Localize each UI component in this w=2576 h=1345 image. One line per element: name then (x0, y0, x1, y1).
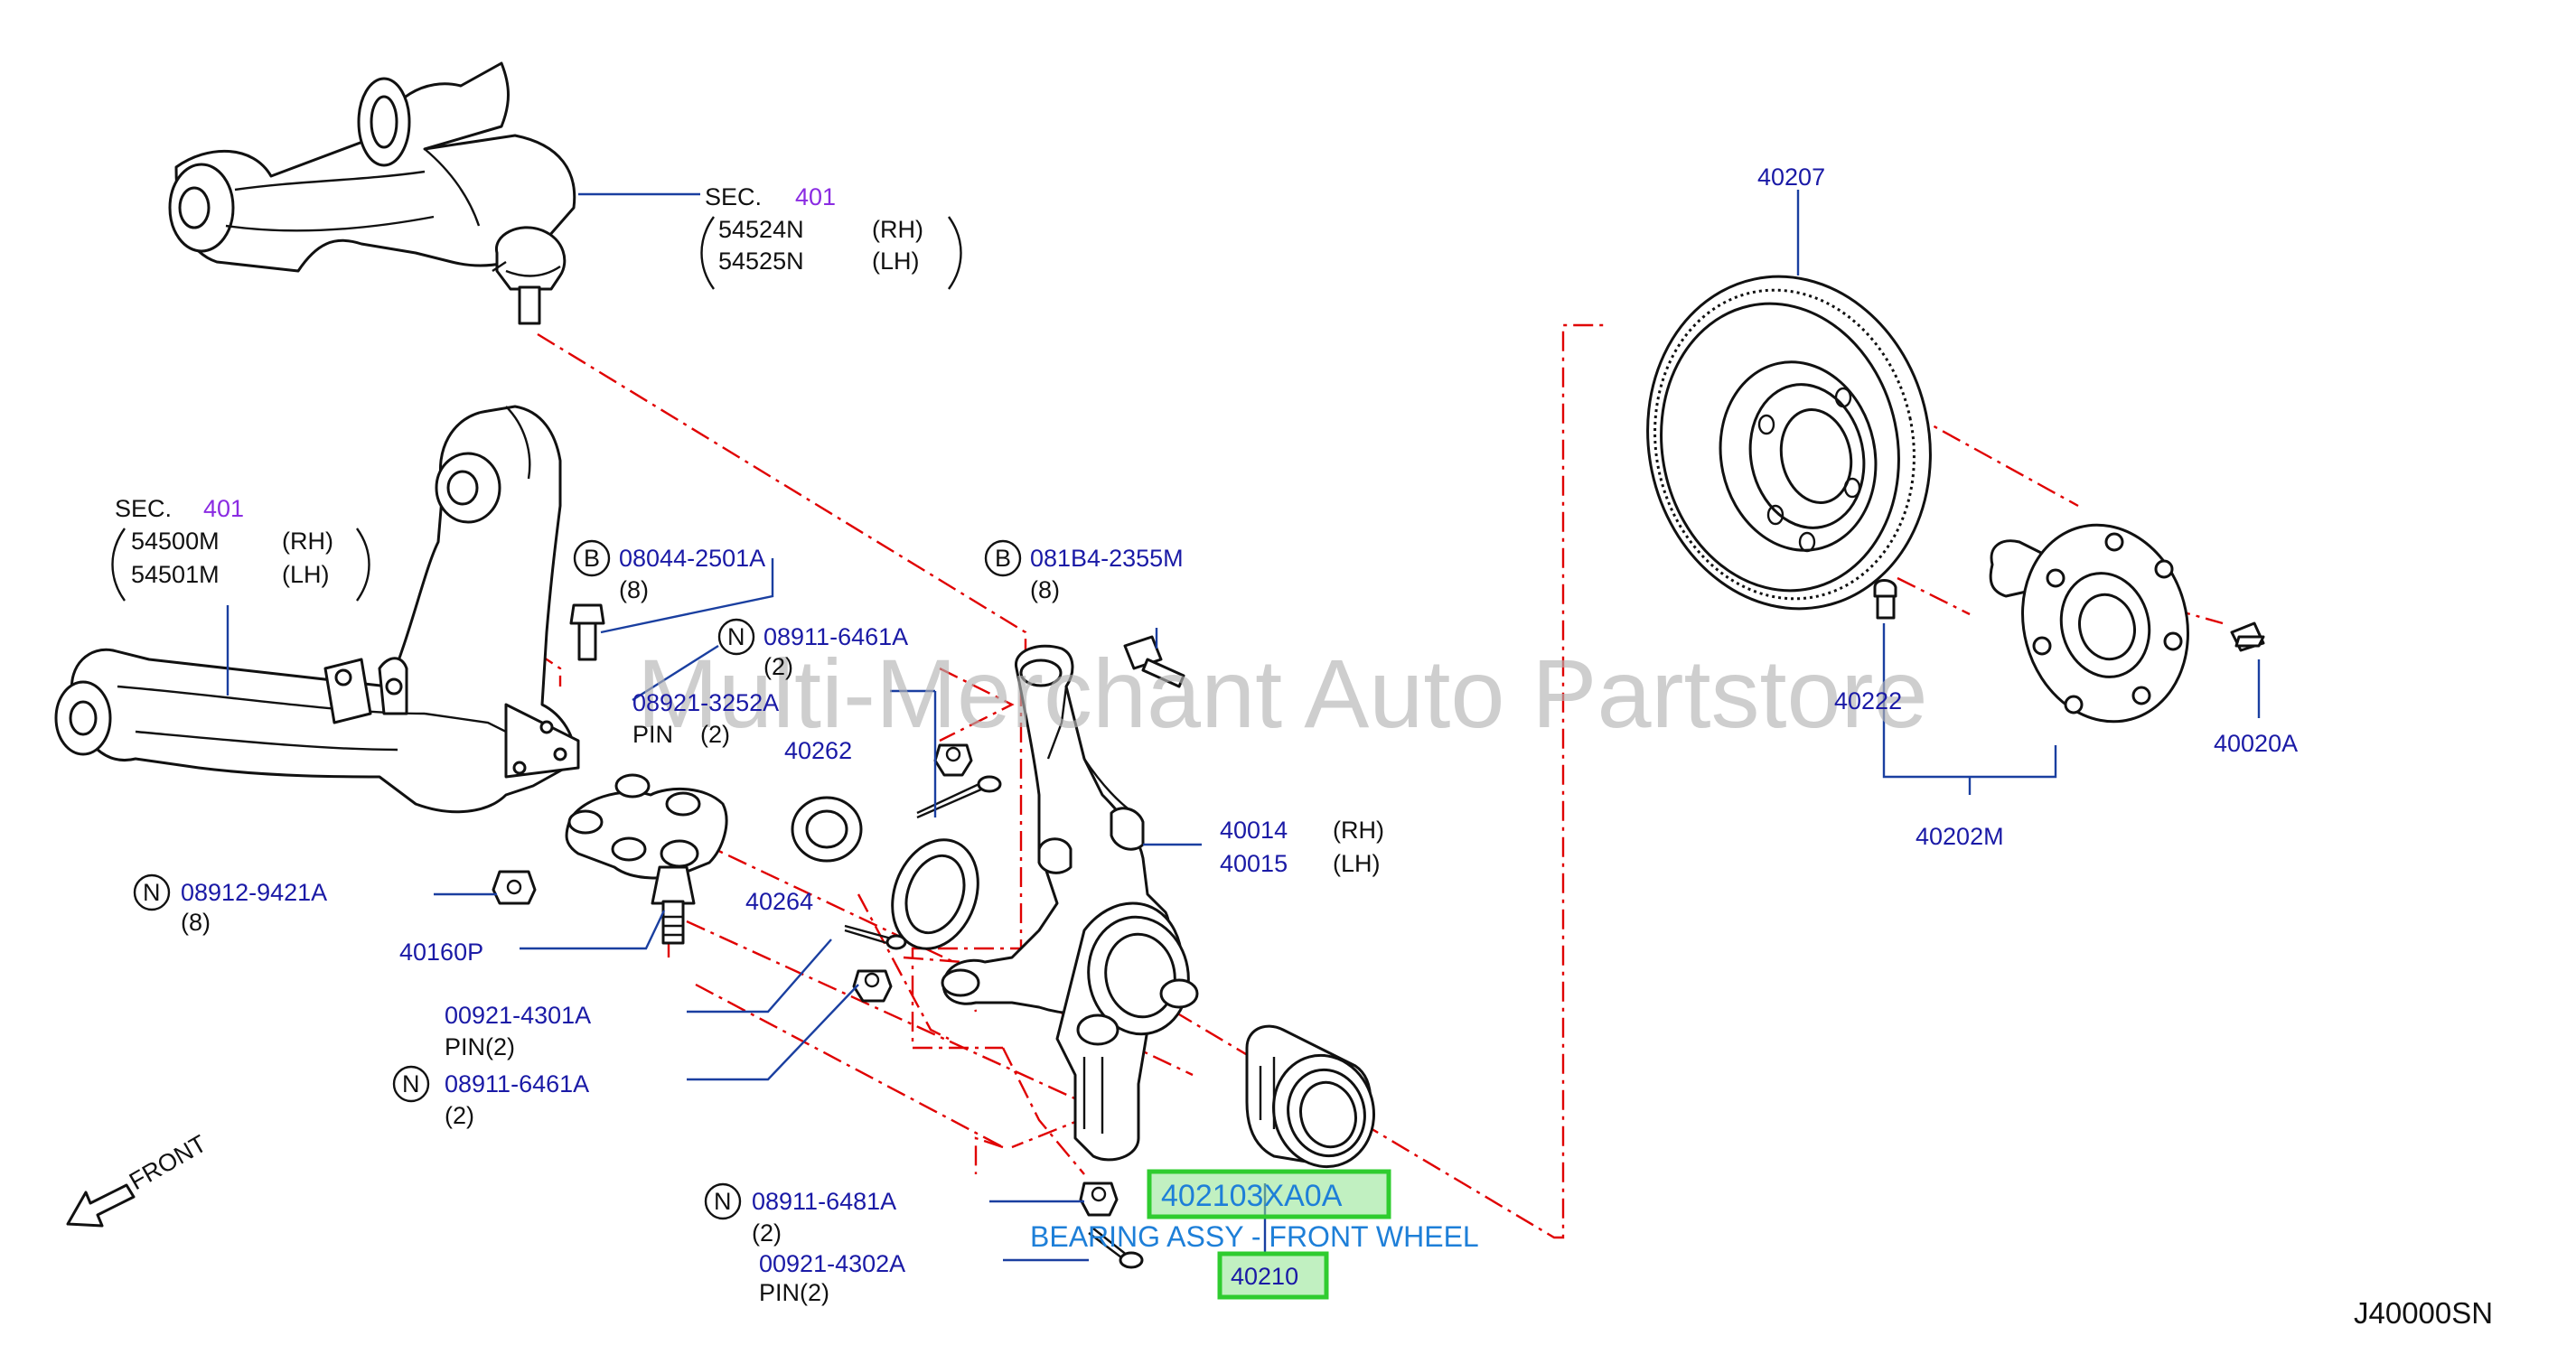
highlight-description: BEARING ASSY - FRONT WHEEL (1030, 1220, 1479, 1253)
front-direction-indicator: FRONT (66, 1130, 211, 1228)
upper-arm-callout[interactable]: SEC. 401 54524N (RH) 54525N (LH) (700, 183, 962, 290)
steering-knuckle-drawing (941, 644, 1199, 1162)
brake-rotor-drawing (1646, 275, 1932, 611)
callout-bolt-08044[interactable]: B 08044-2501A (8) (573, 539, 765, 603)
quantity: (8) (619, 576, 649, 603)
part-number-08921[interactable]: 08921-3252A (632, 689, 779, 716)
upper-arm-side-rh: (RH) (872, 216, 923, 243)
callout-nut-08911-upper[interactable]: N 08911-6461A (2) (717, 618, 908, 680)
lower-arm-sec-prefix: SEC. (115, 495, 172, 522)
badge-letter: N (143, 879, 161, 906)
wheel-bearing-drawing (1245, 1024, 1375, 1169)
part-number-08044[interactable]: 08044-2501A (619, 545, 765, 572)
highlight-box-bearing (1217, 1251, 1329, 1300)
part-number-081b4[interactable]: 081B4-2355M (1030, 545, 1184, 572)
lower-control-arm-drawing (54, 405, 580, 814)
quantity: (2) (752, 1219, 782, 1247)
callout-pin-00921-4301a[interactable]: 00921-4301A PIN(2) (445, 1002, 591, 1060)
part-number-40210[interactable]: 40210 (1231, 1263, 1298, 1290)
bolt-badge-icon (573, 539, 611, 577)
callout-pin-00921-4302a[interactable]: 00921-4302A PIN(2) (759, 1250, 905, 1306)
part-number-40160p[interactable]: 40160P (399, 939, 483, 966)
part-number-40262[interactable]: 40262 (784, 737, 852, 764)
lower-arm-side-lh: (LH) (282, 561, 330, 588)
side-lh: (LH) (1333, 850, 1381, 877)
badge-letter: N (727, 623, 745, 650)
nut-badge-icon (717, 618, 755, 656)
side-rh: (RH) (1333, 817, 1384, 844)
part-number-40222[interactable]: 40222 (1834, 687, 1902, 715)
watermark-text: Multi-Merchant Auto Partstore (637, 639, 1928, 748)
upper-arm-right-paren (948, 216, 962, 290)
leader-lines (226, 190, 2261, 1262)
part-number-08911-6461a-mid[interactable]: 08911-6461A (445, 1070, 589, 1097)
part-number-40264[interactable]: 40264 (745, 888, 813, 915)
quantity: (2) (445, 1102, 474, 1129)
badge-letter: N (714, 1188, 732, 1215)
part-number-00921-4301a[interactable]: 00921-4301A (445, 1002, 591, 1029)
lower-arm-left-paren (111, 528, 126, 602)
quantity: (2) (763, 653, 793, 680)
upper-arm-part-rh[interactable]: 54524N (718, 216, 804, 243)
badge-letter: B (995, 545, 1011, 572)
upper-arm-side-lh: (LH) (872, 248, 920, 275)
highlighted-bearing-callout[interactable]: 402103XA0A BEARING ASSY - FRONT WHEEL 40… (1030, 1169, 1479, 1300)
callout-knuckle[interactable]: 40014 (RH) 40015 (LH) (1220, 817, 1384, 877)
lower-arm-right-paren (356, 528, 370, 602)
wheel-hub-drawing (1873, 523, 2265, 724)
upper-arm-part-lh[interactable]: 54525N (718, 248, 804, 275)
callout-nut-08911-6481a[interactable]: N 08911-6481A (2) (704, 1182, 896, 1247)
callout-pin-08921[interactable]: 08921-3252A PIN (2) (632, 689, 779, 748)
nut-badge-icon (704, 1182, 742, 1220)
pin-quantity: PIN(2) (759, 1279, 829, 1306)
upper-arm-sec-prefix: SEC. (705, 183, 762, 210)
quantity: (8) (181, 909, 211, 936)
part-number-40207[interactable]: 40207 (1757, 163, 1825, 191)
lower-arm-part-rh[interactable]: 54500M (131, 528, 220, 555)
highlight-part-number[interactable]: 402103XA0A (1161, 1179, 1343, 1213)
diagram-code: J40000SN (2354, 1296, 2493, 1330)
nut-badge-icon (133, 873, 171, 911)
part-number-08911-6461a[interactable]: 08911-6461A (763, 623, 908, 650)
part-number-08911-6481a[interactable]: 08911-6481A (752, 1188, 896, 1215)
front-label: FRONT (125, 1130, 211, 1195)
pin-quantity: PIN(2) (445, 1033, 515, 1060)
part-number-08912[interactable]: 08912-9421A (181, 879, 327, 906)
quantity: (2) (700, 721, 730, 748)
bolt-badge-icon (984, 539, 1022, 577)
upper-arm-sec-number[interactable]: 401 (795, 183, 836, 210)
callout-bolt-081b4[interactable]: B 081B4-2355M (8) (984, 539, 1184, 603)
ball-joint-drawing (565, 773, 728, 945)
callout-nut-08911-mid[interactable]: N 08911-6461A (2) (392, 1065, 589, 1129)
part-number-00921-4302a[interactable]: 00921-4302A (759, 1250, 905, 1277)
callout-nut-08912[interactable]: N 08912-9421A (8) (133, 873, 327, 936)
part-number-40020a[interactable]: 40020A (2214, 730, 2298, 757)
nut-badge-icon (392, 1065, 430, 1103)
part-number-40015[interactable]: 40015 (1220, 850, 1288, 877)
lower-arm-side-rh: (RH) (282, 528, 333, 555)
part-number-40014[interactable]: 40014 (1220, 817, 1288, 844)
part-number-40202m[interactable]: 40202M (1916, 823, 2004, 850)
highlight-box-part-number (1147, 1169, 1391, 1219)
upper-control-arm-drawing (168, 61, 576, 325)
lower-arm-sec-number[interactable]: 401 (203, 495, 244, 522)
badge-letter: N (402, 1070, 420, 1097)
lower-arm-callout[interactable]: SEC. 401 54500M (RH) 54501M (LH) (111, 495, 370, 602)
front-arrow-icon (66, 1183, 136, 1228)
pin-prefix: PIN (632, 721, 673, 748)
badge-letter: B (584, 545, 600, 572)
quantity: (8) (1030, 576, 1060, 603)
lower-arm-part-lh[interactable]: 54501M (131, 561, 220, 588)
fasteners-drawing (492, 603, 1185, 1269)
upper-arm-left-paren (700, 216, 715, 290)
